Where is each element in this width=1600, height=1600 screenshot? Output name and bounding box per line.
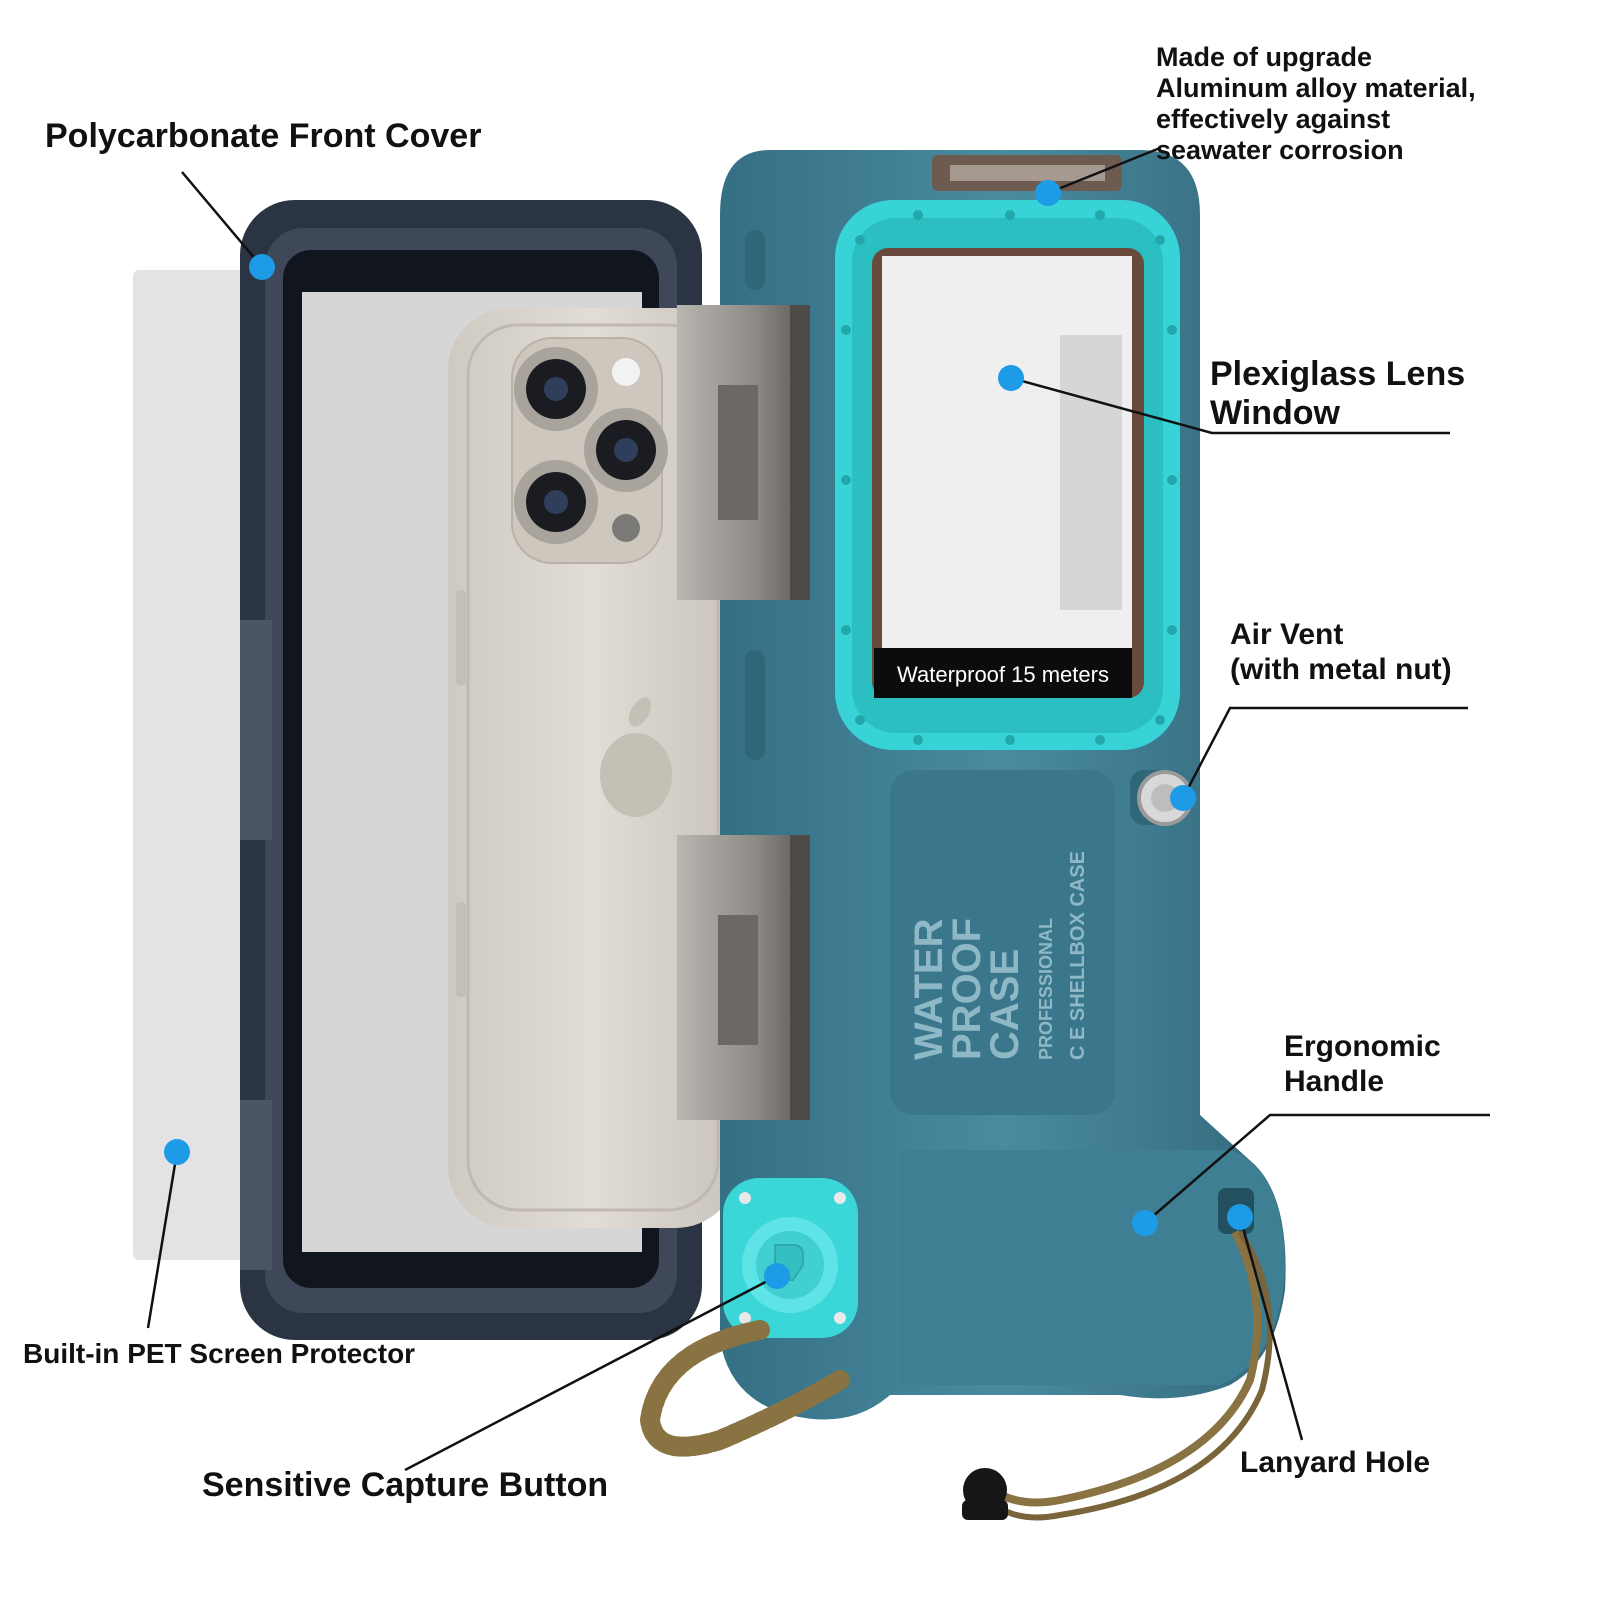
marker-air-vent: [1170, 785, 1196, 811]
callout-lanyard-hole: Lanyard Hole: [1240, 1446, 1431, 1479]
leader-lines: [146, 146, 1490, 1472]
callout-lens-window-line-1: Plexiglass Lens: [1210, 355, 1466, 393]
callout-air-vent-line-2: (with metal nut): [1230, 652, 1452, 686]
callout-screen-protector: Built-in PET Screen Protector: [23, 1338, 416, 1369]
phone: [448, 308, 738, 1228]
marker-lanyard-hole: [1227, 1204, 1253, 1230]
hinge-top: [677, 305, 810, 600]
callout-aluminum: Made of upgrade Aluminum alloy material,…: [1156, 42, 1476, 166]
brand-big-proof: PROOF: [945, 918, 989, 1060]
brand-big-water: WATER: [907, 918, 951, 1060]
callout-air-vent: Air Vent (with metal nut): [1230, 618, 1452, 687]
marker-handle: [1132, 1210, 1158, 1236]
brand-big-case: CASE: [983, 949, 1027, 1060]
brand-professional: PROFESSIONAL: [1036, 918, 1056, 1060]
capture-button: [723, 1178, 858, 1338]
callout-lens-window-line-2: Window: [1210, 394, 1340, 433]
depth-badge: Waterproof 15 meters: [874, 648, 1132, 698]
depth-badge-text: Waterproof 15 meters: [897, 662, 1109, 687]
brand-model: C E SHELLBOX CASE: [1067, 851, 1089, 1060]
callout-handle-line-1: Ergonomic: [1284, 1030, 1441, 1063]
marker-lens-window: [998, 365, 1024, 391]
marker-front-cover: [249, 254, 275, 280]
marker-capture-button: [764, 1263, 790, 1289]
callout-air-vent-line-1: Air Vent: [1230, 618, 1344, 651]
marker-screen-protector: [164, 1139, 190, 1165]
callout-aluminum-line-3: effectively against: [1156, 104, 1391, 135]
camera-module: [511, 337, 668, 564]
callout-lens-window: Plexiglass Lens Window: [1210, 355, 1465, 433]
air-vent-nut: [1130, 770, 1193, 826]
hinge-bottom: [677, 835, 810, 1120]
callout-handle-line-2: Handle: [1284, 1064, 1385, 1098]
marker-aluminum: [1035, 180, 1061, 206]
apple-logo: [600, 697, 672, 817]
brand-text-block: WATER PROOF CASE PROFESSIONAL C E SHELLB…: [907, 851, 1089, 1060]
callout-handle: Ergonomic Handle: [1284, 1030, 1441, 1099]
callout-aluminum-line-2: Aluminum alloy material,: [1156, 73, 1476, 104]
callout-aluminum-line-1: Made of upgrade: [1156, 42, 1373, 72]
callout-capture-button: Sensitive Capture Button: [202, 1466, 609, 1504]
callout-aluminum-line-4: seawater corrosion: [1156, 135, 1404, 166]
waterproof-housing: Waterproof 15 meters WATER PROOF CASE PR…: [720, 150, 1286, 1420]
callout-markers: [164, 180, 1253, 1289]
lanyard: [639, 1230, 1273, 1521]
callout-front-cover: Polycarbonate Front Cover: [45, 117, 482, 155]
